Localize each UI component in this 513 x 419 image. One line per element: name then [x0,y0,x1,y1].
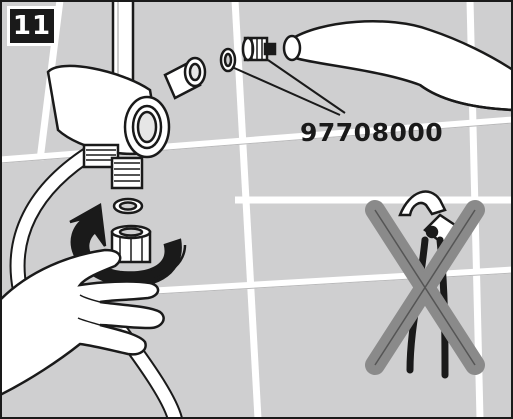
step-number-badge: 11 [7,6,57,46]
part-number-label: 97708000 [300,118,443,147]
loose-washer [114,199,142,213]
